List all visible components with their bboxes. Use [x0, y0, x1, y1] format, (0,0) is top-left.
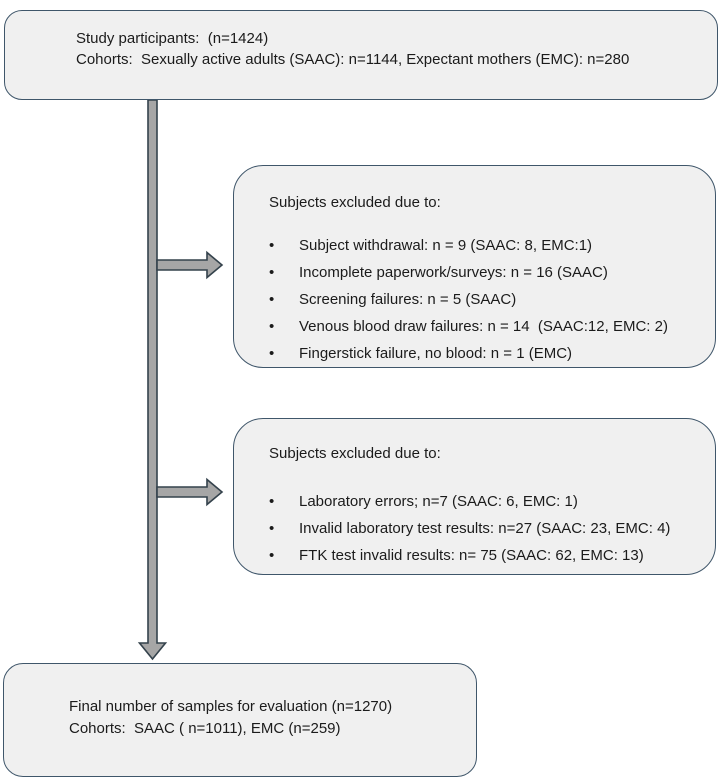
exclusion-box-1: Subjects excluded due to: Subject withdr… [233, 165, 716, 368]
final-samples-cohorts: Cohorts: SAAC ( n=1011), EMC (n=259) [69, 720, 341, 737]
study-participants-cohorts: Cohorts: Sexually active adults (SAAC): … [76, 51, 630, 68]
study-participants-total: Study participants: (n=1424) [76, 30, 269, 47]
exclusion-item: Venous blood draw failures: n = 14 (SAAC… [269, 313, 703, 340]
flow-arrow-to-exclusion-2 [156, 477, 224, 507]
exclusion-item: Screening failures: n = 5 (SAAC) [269, 286, 703, 313]
final-samples-box: Final number of samples for evaluation (… [3, 663, 477, 777]
exclusion-item: Incomplete paperwork/surveys: n = 16 (SA… [269, 259, 703, 286]
flow-arrow-down [137, 99, 168, 661]
exclusion-box-2-heading: Subjects excluded due to: [269, 445, 441, 462]
exclusion-box-2: Subjects excluded due to: Laboratory err… [233, 418, 716, 575]
exclusion-item: Invalid laboratory test results: n=27 (S… [269, 515, 703, 542]
final-samples-total: Final number of samples for evaluation (… [69, 698, 393, 715]
exclusion-box-2-list: Laboratory errors; n=7 (SAAC: 6, EMC: 1)… [269, 488, 703, 569]
exclusion-item: Subject withdrawal: n = 9 (SAAC: 8, EMC:… [269, 232, 703, 259]
exclusion-box-1-list: Subject withdrawal: n = 9 (SAAC: 8, EMC:… [269, 232, 703, 367]
flow-arrow-to-exclusion-1 [156, 250, 224, 280]
exclusion-box-1-heading: Subjects excluded due to: [269, 194, 441, 211]
exclusion-item: FTK test invalid results: n= 75 (SAAC: 6… [269, 542, 703, 569]
exclusion-item: Fingerstick failure, no blood: n = 1 (EM… [269, 340, 703, 367]
study-participants-box: Study participants: (n=1424) Cohorts: Se… [4, 10, 718, 100]
exclusion-item: Laboratory errors; n=7 (SAAC: 6, EMC: 1) [269, 488, 703, 515]
